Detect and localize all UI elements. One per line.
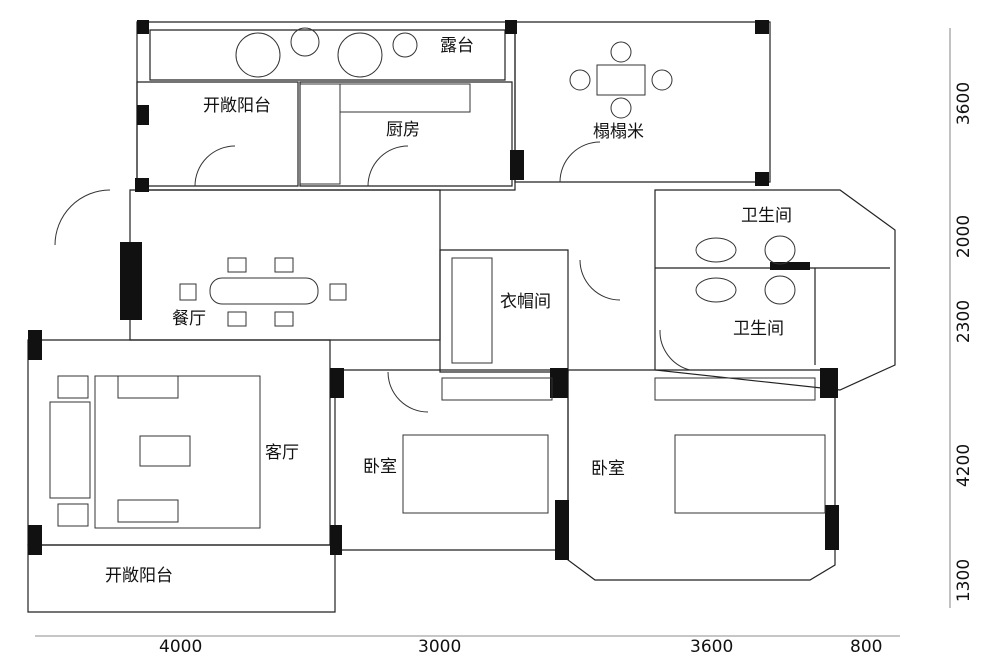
terrace-label: 露台	[440, 36, 474, 56]
dimension-right-5: 1300	[954, 558, 975, 603]
tatami-room-outline	[514, 21, 771, 183]
bathroom-area	[654, 189, 896, 391]
dining-table	[209, 277, 319, 305]
dimension-right-1: 3600	[954, 81, 975, 126]
bedroom-1-label: 卧室	[363, 457, 397, 477]
tatami-label: 榻榻米	[593, 122, 644, 142]
living-label: 客厅	[265, 443, 299, 463]
balcony-top-label: 开敞阳台	[203, 96, 271, 116]
bed-1	[402, 434, 549, 514]
balcony-bottom-outline	[27, 544, 336, 613]
dimension-right-4: 4200	[954, 443, 975, 488]
balcony-top-outline	[136, 81, 299, 187]
dining-label: 餐厅	[172, 309, 206, 329]
dimension-bottom-2: 3000	[418, 637, 462, 657]
dimension-bottom-3: 3600	[690, 637, 734, 657]
bathroom-2-label: 卫生间	[733, 319, 784, 339]
dimension-bottom-4: 800	[850, 637, 883, 657]
inner-wall-terrace	[149, 29, 506, 81]
dimension-bottom-1: 4000	[159, 637, 203, 657]
dimension-right-2: 2000	[954, 214, 975, 259]
bed-2	[674, 434, 826, 514]
balcony-bottom-label: 开敞阳台	[105, 566, 173, 586]
dimension-right-3: 2300	[954, 299, 975, 344]
bedroom-2-label: 卧室	[591, 459, 625, 479]
bathroom-1-label: 卫生间	[741, 206, 792, 226]
kitchen-label: 厨房	[386, 120, 420, 140]
wardrobe-label: 衣帽间	[500, 292, 551, 312]
